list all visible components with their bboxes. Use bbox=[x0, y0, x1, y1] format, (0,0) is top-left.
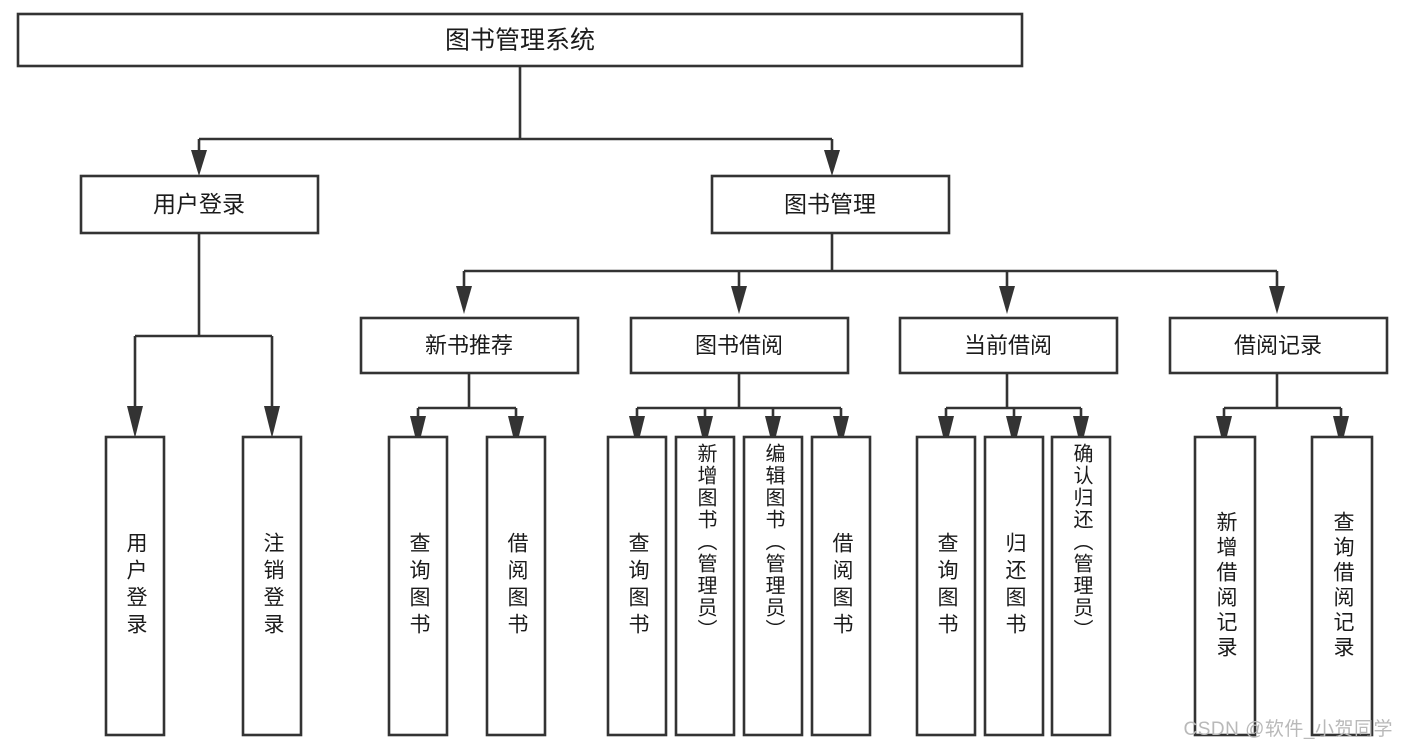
leaf-box[interactable] bbox=[742, 435, 804, 737]
node-current-borrow[interactable]: 当前借阅 bbox=[898, 316, 1119, 375]
leaf-new-book-recommend-group bbox=[387, 435, 547, 737]
current-borrow-label: 当前借阅 bbox=[964, 333, 1052, 358]
leaf-box[interactable] bbox=[241, 435, 303, 737]
book-management-box[interactable] bbox=[710, 174, 951, 235]
root-label: 图书管理系统 bbox=[445, 27, 595, 55]
new-book-recommend-label: 新书推荐 bbox=[425, 333, 513, 358]
arrowhead-level2-new-book bbox=[456, 286, 472, 314]
leaf-current-borrow-group bbox=[915, 435, 1112, 737]
node-book-borrow[interactable]: 图书借阅 bbox=[629, 316, 850, 375]
leaf-node[interactable] bbox=[1310, 435, 1374, 737]
node-book-management[interactable]: 图书管理 bbox=[710, 174, 951, 235]
leaf-box[interactable] bbox=[674, 435, 736, 737]
leaf-node[interactable] bbox=[915, 435, 977, 737]
leaf-box[interactable] bbox=[810, 435, 872, 737]
leaf-book-borrow-group bbox=[606, 435, 872, 737]
leaf-node[interactable] bbox=[485, 435, 547, 737]
leaf-box[interactable] bbox=[1193, 435, 1257, 737]
book-management-label: 图书管理 bbox=[784, 191, 876, 217]
user-login-label: 用户登录 bbox=[153, 191, 245, 217]
current-borrow-box[interactable] bbox=[898, 316, 1119, 375]
book-borrow-box[interactable] bbox=[629, 316, 850, 375]
leaf-user-login-group bbox=[104, 435, 303, 737]
leaf-node[interactable] bbox=[983, 435, 1045, 737]
leaf-node[interactable] bbox=[387, 435, 449, 737]
leaf-node[interactable] bbox=[241, 435, 303, 737]
arrowhead-level2-current-borrow bbox=[999, 286, 1015, 314]
node-root-book-management-system[interactable]: 图书管理系统 bbox=[16, 12, 1024, 68]
arrowhead-currentborrow-leaf-2 bbox=[1006, 416, 1022, 448]
arrowhead-userlogin-leaf-1 bbox=[127, 406, 143, 438]
leaf-box[interactable] bbox=[485, 435, 547, 737]
watermark: CSDN @软件_小贺同学 bbox=[1183, 719, 1393, 740]
leaf-borrow-record-group bbox=[1193, 435, 1374, 737]
borrow-record-box[interactable] bbox=[1168, 316, 1389, 375]
arrowhead-borrowrecord-leaf-1 bbox=[1216, 416, 1232, 448]
leaf-node[interactable] bbox=[742, 435, 804, 737]
leaf-box[interactable] bbox=[915, 435, 977, 737]
leaf-box[interactable] bbox=[104, 435, 166, 737]
leaf-node[interactable] bbox=[674, 435, 736, 737]
arrowhead-level2-book-borrow bbox=[731, 286, 747, 314]
new-book-recommend-box[interactable] bbox=[359, 316, 580, 375]
arrowhead-bookborrow-leaf-2 bbox=[697, 416, 713, 448]
leaf-box[interactable] bbox=[1050, 435, 1112, 737]
leaf-node[interactable] bbox=[104, 435, 166, 737]
arrowhead-newbook-leaf-1 bbox=[410, 416, 426, 448]
user-login-box[interactable] bbox=[79, 174, 320, 235]
leaf-node[interactable] bbox=[1050, 435, 1112, 737]
connector-layer bbox=[127, 66, 1349, 448]
leaf-box[interactable] bbox=[606, 435, 668, 737]
node-new-book-recommend[interactable]: 新书推荐 bbox=[359, 316, 580, 375]
arrowhead-user-login bbox=[191, 150, 207, 176]
borrow-record-label: 借阅记录 bbox=[1234, 333, 1322, 358]
arrowhead-borrowrecord-leaf-2 bbox=[1333, 416, 1349, 448]
book-borrow-label: 图书借阅 bbox=[695, 333, 783, 358]
leaf-box[interactable] bbox=[983, 435, 1045, 737]
arrowhead-newbook-leaf-2 bbox=[508, 416, 524, 448]
leaf-node[interactable] bbox=[810, 435, 872, 737]
node-borrow-record[interactable]: 借阅记录 bbox=[1168, 316, 1389, 375]
leaf-box[interactable] bbox=[387, 435, 449, 737]
arrowhead-bookborrow-leaf-1 bbox=[629, 416, 645, 448]
arrowhead-book-mgmt bbox=[824, 150, 840, 176]
arrowhead-bookborrow-leaf-4 bbox=[833, 416, 849, 448]
leaf-node[interactable] bbox=[1193, 435, 1257, 737]
root-box[interactable] bbox=[16, 12, 1024, 68]
node-user-login[interactable]: 用户登录 bbox=[79, 174, 320, 235]
arrowhead-userlogin-leaf-2 bbox=[264, 406, 280, 438]
arrowhead-currentborrow-leaf-1 bbox=[938, 416, 954, 448]
arrowhead-bookborrow-leaf-3 bbox=[765, 416, 781, 448]
arrowhead-level2-borrow-record bbox=[1269, 286, 1285, 314]
arrowhead-currentborrow-leaf-3 bbox=[1073, 416, 1089, 448]
leaf-node[interactable] bbox=[606, 435, 668, 737]
leaf-box[interactable] bbox=[1310, 435, 1374, 737]
